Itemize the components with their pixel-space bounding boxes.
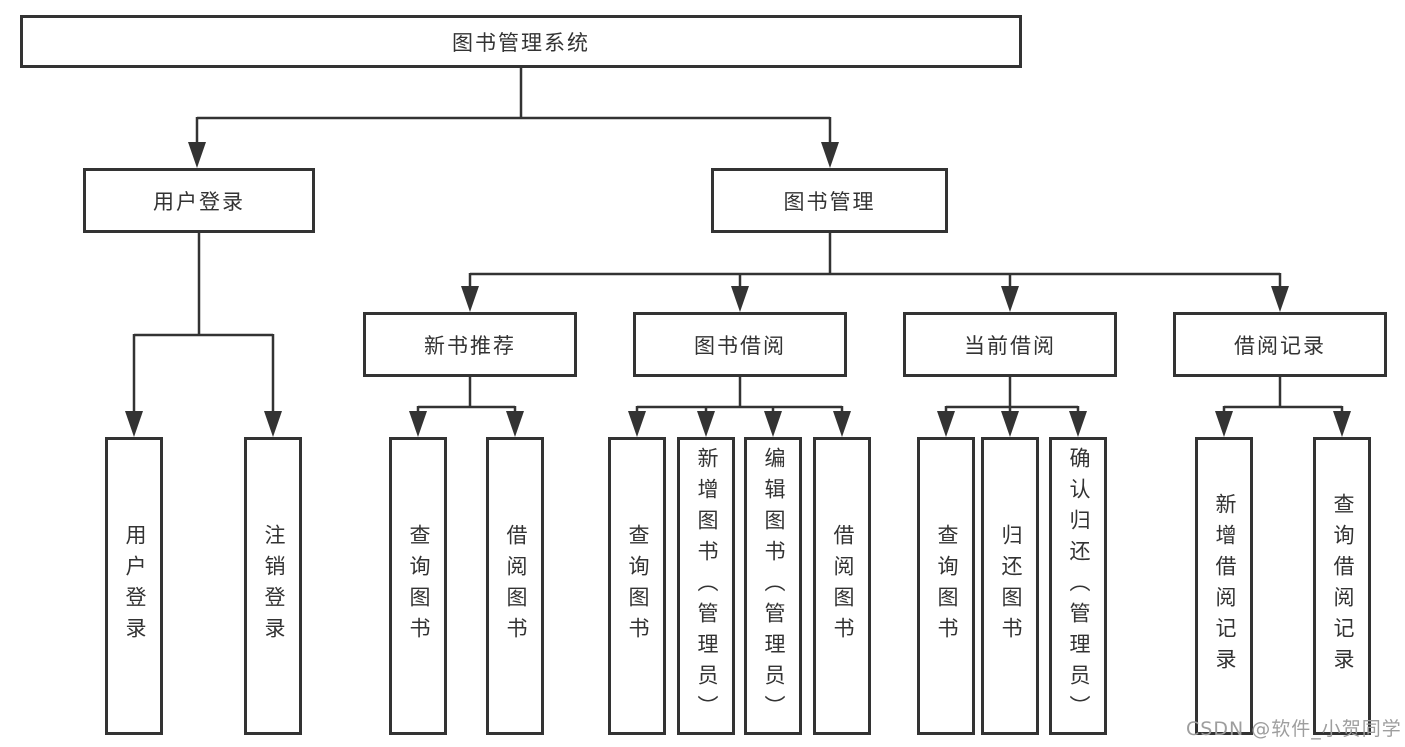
node-borrow-record: 借阅记录: [1173, 312, 1387, 377]
arrowhead: [937, 411, 955, 437]
leaf-query-book-borrow: 查询图书: [608, 437, 666, 735]
leaf-return-book: 归还图书: [981, 437, 1039, 735]
leaf-query-borrow-record: 查询借阅记录: [1313, 437, 1371, 735]
leaf-user-login: 用户登录: [105, 437, 163, 735]
leaf-confirm-return-admin: 确认归还（管理员）: [1049, 437, 1107, 735]
node-root: 图书管理系统: [20, 15, 1022, 68]
node-book-borrow: 图书借阅: [633, 312, 847, 377]
leaf-borrow-book-recommend: 借阅图书: [486, 437, 544, 735]
arrowhead: [264, 411, 282, 437]
leaf-logout: 注销登录: [244, 437, 302, 735]
arrowhead: [833, 411, 851, 437]
arrowhead: [1271, 286, 1289, 312]
arrowhead: [506, 411, 524, 437]
arrowhead: [1333, 411, 1351, 437]
arrowhead: [731, 286, 749, 312]
leaf-borrow-book: 借阅图书: [813, 437, 871, 735]
watermark-text: CSDN @软件_小贺同学: [1186, 718, 1402, 740]
leaf-edit-book-admin: 编辑图书（管理员）: [744, 437, 802, 735]
arrowhead: [764, 411, 782, 437]
connector-root-to-level2: [195, 68, 832, 146]
arrowhead: [1069, 411, 1087, 437]
connector-book-borrow-children: [635, 377, 844, 413]
connector-new-book-children: [416, 377, 517, 413]
node-new-book-recommend: 新书推荐: [363, 312, 577, 377]
leaf-query-book-recommend: 查询图书: [389, 437, 447, 735]
arrowhead: [1001, 411, 1019, 437]
connector-current-borrow-children: [944, 377, 1080, 413]
leaf-add-borrow-record: 新增借阅记录: [1195, 437, 1253, 735]
node-book-management: 图书管理: [711, 168, 948, 233]
connector-book-management-children: [468, 233, 1282, 290]
arrowhead: [821, 142, 839, 168]
arrowhead: [697, 411, 715, 437]
leaf-add-book-admin: 新增图书（管理员）: [677, 437, 735, 735]
leaf-query-book-current: 查询图书: [917, 437, 975, 735]
connector-borrow-record-children: [1222, 377, 1344, 413]
arrowhead: [628, 411, 646, 437]
arrowhead: [1001, 286, 1019, 312]
arrowhead: [461, 286, 479, 312]
arrowhead: [125, 411, 143, 437]
node-current-borrow: 当前借阅: [903, 312, 1117, 377]
connector-user-login-children: [132, 232, 275, 413]
node-user-login: 用户登录: [83, 168, 315, 233]
arrowhead: [409, 411, 427, 437]
arrowhead: [1215, 411, 1233, 437]
arrowhead: [188, 142, 206, 168]
